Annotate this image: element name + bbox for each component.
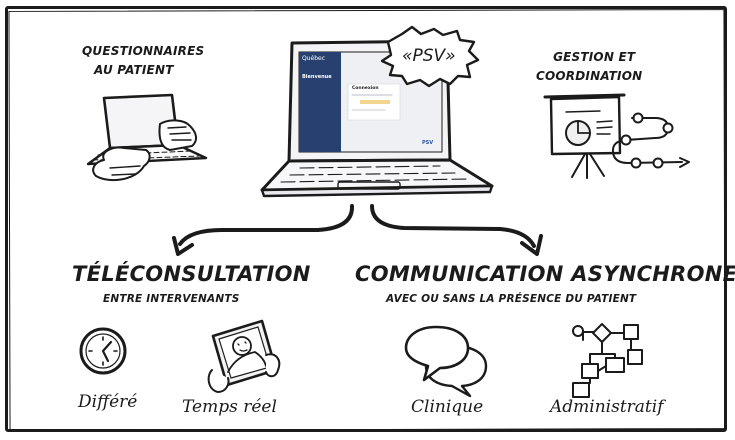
- label-gestion: GESTION ET COORDINATION: [536, 48, 642, 86]
- typing-laptop-icon: [86, 93, 208, 182]
- outer-frame: [5, 6, 727, 432]
- screen-footer-logo: PSV: [422, 140, 434, 146]
- video-tablet-icon: [207, 319, 281, 393]
- label-temps-reel: Temps réel: [182, 397, 277, 417]
- burst-label: «PSV»: [402, 46, 456, 66]
- label-questionnaires: QUESTIONNAIRES AU PATIENT: [82, 42, 204, 80]
- screen-headline: Bienvenue: [302, 74, 332, 80]
- presentation-board-icon: [543, 93, 690, 179]
- arrow-left: [172, 204, 354, 256]
- label-gestion-line2: COORDINATION: [536, 69, 643, 83]
- section-title-communication: COMMUNICATION ASYNCHRONE: [355, 262, 735, 286]
- label-questionnaires-line1: QUESTIONNAIRES: [82, 44, 205, 58]
- speech-bubbles-icon: [404, 325, 488, 398]
- arrow-right: [370, 204, 543, 256]
- label-differe: Différé: [78, 392, 138, 412]
- section-title-teleconsultation: TÉLÉCONSULTATION: [72, 262, 311, 286]
- label-questionnaires-line2: AU PATIENT: [94, 63, 174, 77]
- label-clinique: Clinique: [411, 397, 484, 417]
- burst-badge: [380, 25, 480, 88]
- screen-panel-title: Connexion: [352, 86, 379, 91]
- section-subtitle-teleconsultation: ENTRE INTERVENANTS: [103, 293, 240, 305]
- clock-icon: [79, 327, 127, 375]
- screen-brand: Québec: [302, 55, 326, 62]
- label-administratif: Administratif: [550, 397, 664, 417]
- flowchart-icon: [572, 323, 643, 398]
- label-gestion-line1: GESTION ET: [553, 50, 636, 64]
- section-subtitle-communication: AVEC OU SANS LA PRÉSENCE DU PATIENT: [386, 293, 637, 305]
